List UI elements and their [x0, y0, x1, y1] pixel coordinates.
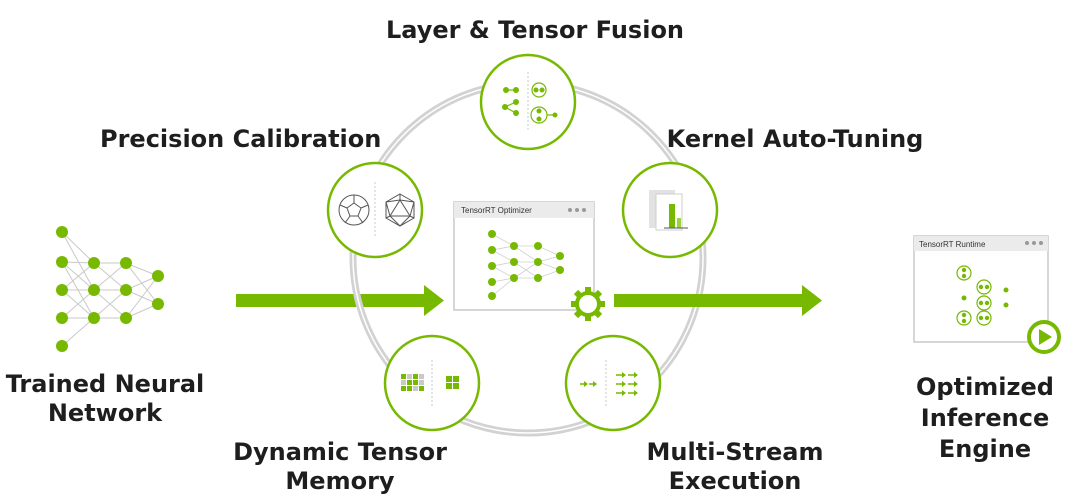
output-arrow [614, 285, 822, 316]
label-optimized-line1: Optimized [916, 373, 1054, 401]
label-precision-calibration: Precision Calibration [100, 125, 382, 153]
icosahedron-icon [385, 193, 415, 227]
label-trained-line1: Trained Neural [5, 370, 205, 398]
soccer-ball-icon [338, 194, 370, 226]
stream-arrows-icon [580, 372, 638, 396]
label-trained-neural-network: Trained Neural Network [5, 370, 205, 428]
optimizer-window: TensorRT Optimizer [453, 201, 595, 311]
memory-grid-icon [401, 374, 424, 391]
label-optimized-line2: Inference [920, 404, 1050, 432]
precision-calibration-node [326, 161, 424, 259]
bar-chart-icon [649, 190, 688, 231]
dynamic-tensor-memory-node [383, 334, 481, 432]
play-icon [1027, 320, 1061, 354]
label-layer-tensor-fusion: Layer & Tensor Fusion [385, 16, 685, 44]
label-multi-stream-execution: Multi-Stream Execution [635, 438, 835, 496]
memory-compact-icon [446, 376, 459, 389]
gear-icon [571, 287, 605, 321]
label-dynamic-line1: Dynamic Tensor [233, 438, 447, 466]
label-multi-line1: Multi-Stream [646, 438, 824, 466]
optimizer-window-title: TensorRT Optimizer [461, 206, 532, 215]
runtime-window-title: TensorRT Runtime [919, 240, 986, 249]
label-kernel-auto-tuning: Kernel Auto-Tuning [666, 125, 924, 153]
layer-fusion-node [479, 53, 577, 151]
label-optimized-line3: Engine [938, 435, 1032, 463]
runtime-window: TensorRT Runtime [913, 235, 1049, 343]
trained-network-icon [61, 231, 159, 347]
multi-stream-execution-node [564, 334, 662, 432]
label-multi-line2: Execution [668, 467, 802, 495]
label-optimized-inference-engine: Optimized Inference Engine [895, 372, 1075, 465]
input-arrow [236, 285, 444, 316]
label-dynamic-line2: Memory [285, 467, 395, 495]
label-dynamic-tensor-memory: Dynamic Tensor Memory [230, 438, 450, 496]
label-trained-line2: Network [47, 399, 163, 427]
trained-network-nodes [56, 226, 164, 352]
kernel-autotuning-node [621, 161, 719, 259]
